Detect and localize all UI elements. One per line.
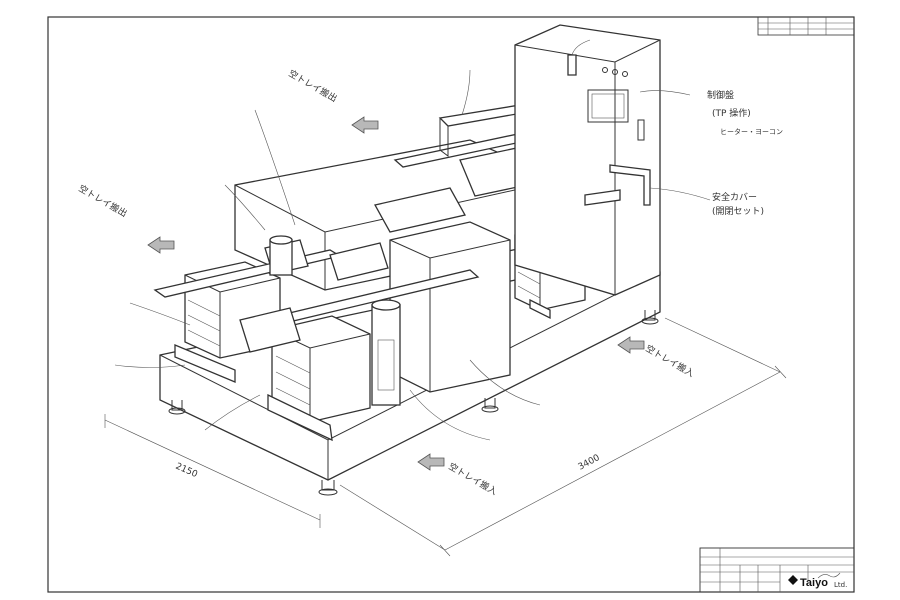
label-safety-cover-sub: (開閉セット) (712, 206, 764, 217)
label-dim-length: 3400 (577, 453, 602, 473)
label-empty-tray-in-right: 空トレイ搬入 (644, 342, 697, 379)
arrow-out-top (351, 116, 379, 134)
center-pedestal (389, 221, 511, 393)
label-empty-tray-out-top: 空トレイ搬出 (287, 67, 340, 104)
leveling-feet (168, 310, 659, 496)
leader-lines (114, 39, 711, 441)
label-empty-tray-out-left: 空トレイ搬出 (77, 182, 130, 219)
arrow-out-left (147, 236, 175, 254)
label-dim-width: 2150 (174, 462, 199, 481)
label-safety-cover: 安全カバー (712, 191, 757, 203)
dimension-lines (104, 317, 787, 557)
control-cabinet (514, 24, 661, 296)
title-block (699, 547, 855, 593)
company-logo: Taiyo Ltd. (788, 575, 847, 589)
lift-cylinders (269, 235, 401, 406)
label-control-panel: 制御盤 (707, 89, 734, 101)
revision-table (757, 16, 855, 36)
label-control-panel-sub: (TP 操作) (712, 107, 751, 119)
safety-cover (584, 164, 651, 206)
svg-text:Ltd.: Ltd. (834, 581, 847, 589)
arrow-in-right (617, 336, 645, 354)
pickup-heads (239, 141, 561, 353)
side-slides (174, 298, 551, 442)
svg-text:Taiyo: Taiyo (800, 577, 828, 589)
label-empty-tray-in-bottom: 空トレイ搬入 (447, 460, 500, 497)
label-control-panel-sub2: ヒーター・ヨーコン (720, 127, 783, 136)
sheet-border (47, 16, 855, 593)
arrow-in-bottom (417, 453, 445, 471)
